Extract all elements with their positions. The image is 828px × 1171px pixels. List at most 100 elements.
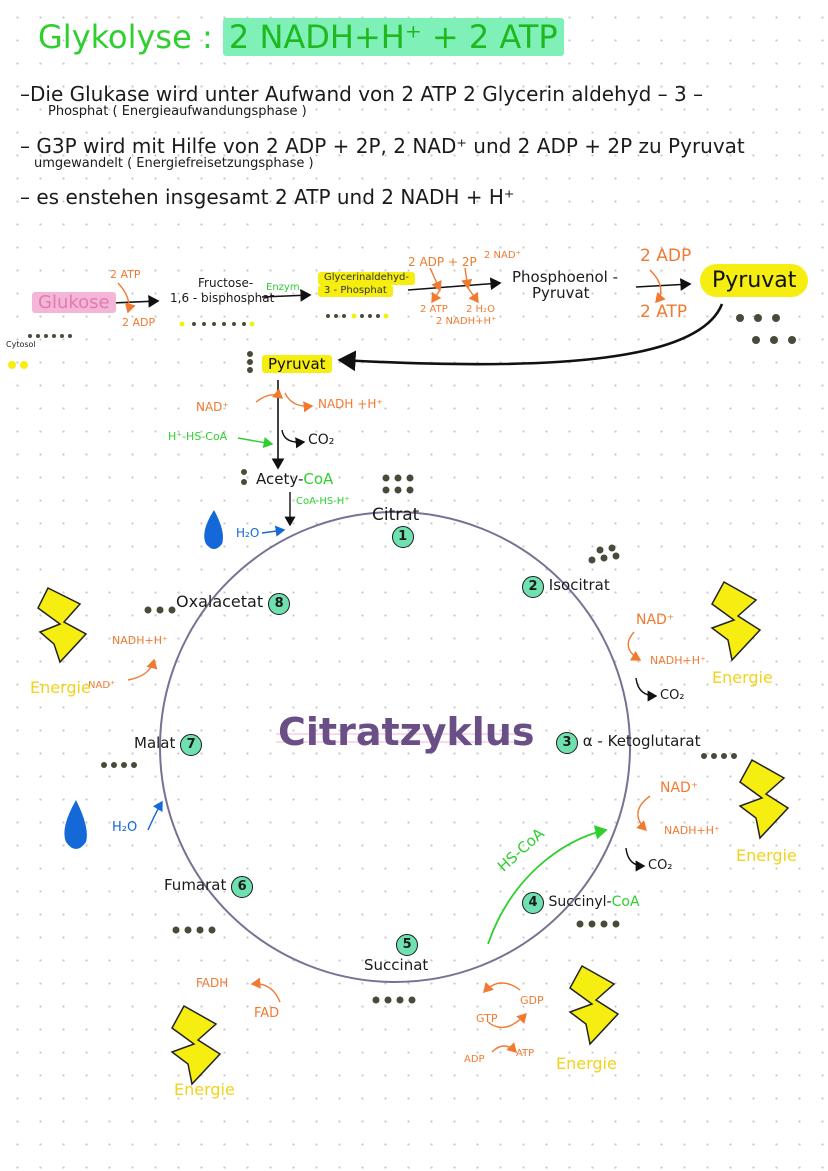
bullet-2: – G3P wird mit Hilfe von 2 ADP + 2P, 2 N… bbox=[20, 136, 745, 171]
malat-h2o: H₂O bbox=[112, 820, 138, 835]
step-number-badge: 5 bbox=[396, 934, 419, 956]
arrow-out-2 bbox=[467, 287, 479, 304]
arrow-iso-co2 bbox=[635, 677, 658, 702]
step-citrat: Citrat 1 bbox=[372, 505, 419, 548]
arrow-keto-co2 bbox=[625, 847, 646, 872]
link-co2: CO₂ bbox=[308, 432, 335, 448]
step-keto-label: α - Ketoglutarat bbox=[582, 732, 701, 750]
step-number-badge: 8 bbox=[268, 593, 291, 615]
step-number-badge: 4 bbox=[522, 892, 544, 914]
out3-label: 2 NADH+H⁺ bbox=[436, 316, 497, 327]
in2-label: 2 NAD⁺ bbox=[484, 250, 521, 261]
arrow-h2o-in bbox=[261, 525, 286, 537]
arrow-g3p-pep bbox=[407, 277, 502, 291]
arrow-hscoa-in bbox=[237, 437, 274, 449]
fructose-line1: Fructose- bbox=[198, 276, 254, 290]
lightning-icon bbox=[170, 1004, 222, 1086]
bullet-1-main: –Die Glukase wird unter Aufwand von 2 AT… bbox=[20, 82, 704, 106]
gtp-label: GTP bbox=[476, 1012, 498, 1025]
step-malat-label: Malat bbox=[134, 734, 176, 752]
step-succinyl-coa: CoA bbox=[611, 894, 640, 910]
out1-label: 2 ATP bbox=[420, 304, 448, 315]
link-coa-text: CoA bbox=[303, 470, 334, 488]
title-highlight: 2 NADH+H⁺ + 2 ATP bbox=[222, 18, 564, 56]
iso-nad: NAD⁺ bbox=[636, 612, 675, 628]
gdp-label: GDP bbox=[520, 994, 544, 1007]
g3p-line2: 3 - Phosphat bbox=[318, 284, 393, 297]
step-succinylcoa: 4 Succinyl-CoA bbox=[522, 892, 640, 914]
energie-label: Energie bbox=[174, 1080, 235, 1099]
arrow-atp-adp bbox=[117, 282, 136, 314]
step-oxalacetat-label: Oxalacetat bbox=[176, 592, 264, 611]
iso-nadh: NADH+H⁺ bbox=[650, 654, 706, 667]
arrow-gdp-gtp bbox=[483, 982, 521, 994]
keto-nad: NAD⁺ bbox=[660, 780, 699, 796]
glukose-label: Glukose bbox=[32, 292, 116, 313]
energie-label: Energie bbox=[30, 678, 91, 697]
lightning-icon bbox=[37, 586, 88, 664]
link-pyruvat: Pyruvat bbox=[262, 355, 332, 373]
arrow-fad-fadh bbox=[250, 977, 281, 1003]
step-number-badge: 7 bbox=[180, 734, 203, 756]
hscoa-cycle: HS-CoA bbox=[494, 824, 548, 876]
step-oxalacetat: Oxalacetat 8 bbox=[176, 592, 291, 615]
arrow-adp-atp-2 bbox=[491, 1042, 517, 1053]
bullet-3: – es enstehen insgesamt 2 ATP und 2 NADH… bbox=[20, 187, 515, 208]
arrow-oxa-nad bbox=[127, 658, 158, 681]
pep-line2: Pyruvat bbox=[532, 283, 590, 302]
bullet-3-main: – es enstehen insgesamt 2 ATP und 2 NADH… bbox=[20, 185, 515, 209]
adp-label: ADP bbox=[464, 1054, 485, 1065]
step-fumarat: Fumarat 6 bbox=[164, 876, 254, 898]
link-hscoa: H⁺-HS-CoA bbox=[168, 430, 228, 443]
pep-label: Phosphoenol - Pyruvat bbox=[512, 268, 619, 302]
bullet-2-main: – G3P wird mit Hilfe von 2 ADP + 2P, 2 N… bbox=[20, 134, 745, 158]
atp-label: ATP bbox=[516, 1048, 535, 1059]
link-acetyl-text: Acety- bbox=[256, 470, 304, 488]
arrow-glukose-fructose bbox=[111, 295, 160, 308]
step-malat: Malat 7 bbox=[134, 734, 203, 756]
fructose-label: Fructose- 1,6 - bisphosphat bbox=[170, 276, 274, 306]
link-acetyl: Acety-CoA bbox=[256, 470, 333, 488]
pep-line1: Phosphoenol - bbox=[512, 268, 619, 286]
arrow-out-1 bbox=[431, 289, 442, 304]
link-h2o: H₂O bbox=[236, 526, 260, 540]
pyruvat-main: Pyruvat bbox=[700, 264, 809, 297]
arrow-hscoa-cycle bbox=[487, 825, 608, 945]
step-number-badge: 1 bbox=[391, 526, 414, 548]
energie-label: Energie bbox=[736, 846, 797, 865]
keto-co2: CO₂ bbox=[648, 858, 673, 873]
atp-in-label: 2 ATP bbox=[110, 268, 141, 281]
lightning-icon bbox=[568, 964, 620, 1046]
link-nad: NAD⁺ bbox=[196, 400, 229, 414]
atp2-label: 2 ATP bbox=[640, 302, 688, 322]
link-coahs: CoA-HS-H⁺ bbox=[296, 496, 350, 507]
g3p-label: Glycerinaldehyd- 3 - Phosphat bbox=[318, 272, 415, 297]
step-isocitrat-label: Isocitrat bbox=[548, 576, 610, 594]
arrow-adp-atp bbox=[649, 269, 666, 304]
step-succinyl-label: Succinyl- bbox=[548, 894, 612, 910]
step-succinat: 5 Succinat bbox=[364, 934, 428, 974]
fructose-line2: 1,6 - bisphosphat bbox=[170, 291, 275, 305]
water-drop-icon bbox=[64, 800, 87, 849]
fad-label: FAD bbox=[254, 1006, 280, 1021]
arrow-co2-out bbox=[281, 429, 306, 449]
step-succinat-label: Succinat bbox=[364, 956, 429, 974]
step-fumarat-label: Fumarat bbox=[164, 876, 227, 894]
bullet-1: –Die Glukase wird unter Aufwand von 2 AT… bbox=[20, 84, 703, 119]
iso-co2: CO₂ bbox=[660, 688, 685, 703]
g3p-line1: Glycerinaldehyd- bbox=[318, 272, 415, 285]
fadh-label: FADH bbox=[196, 976, 229, 990]
out2-label: 2 H₂O bbox=[466, 304, 495, 315]
cycle-title: Citratzyklus bbox=[278, 710, 535, 754]
arrow-iso-nad bbox=[627, 631, 642, 661]
water-drop-icon bbox=[204, 510, 223, 549]
adp-out-label: 2 ADP bbox=[122, 316, 156, 329]
in1-label: 2 ADP + 2P bbox=[408, 255, 477, 269]
energie-label: Energie bbox=[556, 1054, 617, 1073]
lightning-icon bbox=[710, 580, 762, 662]
adp2-label: 2 ADP bbox=[640, 246, 692, 266]
lightning-icon bbox=[738, 758, 790, 840]
link-nadh: NADH +H⁺ bbox=[318, 397, 383, 411]
step-isocitrat: 2 Isocitrat bbox=[522, 576, 610, 598]
